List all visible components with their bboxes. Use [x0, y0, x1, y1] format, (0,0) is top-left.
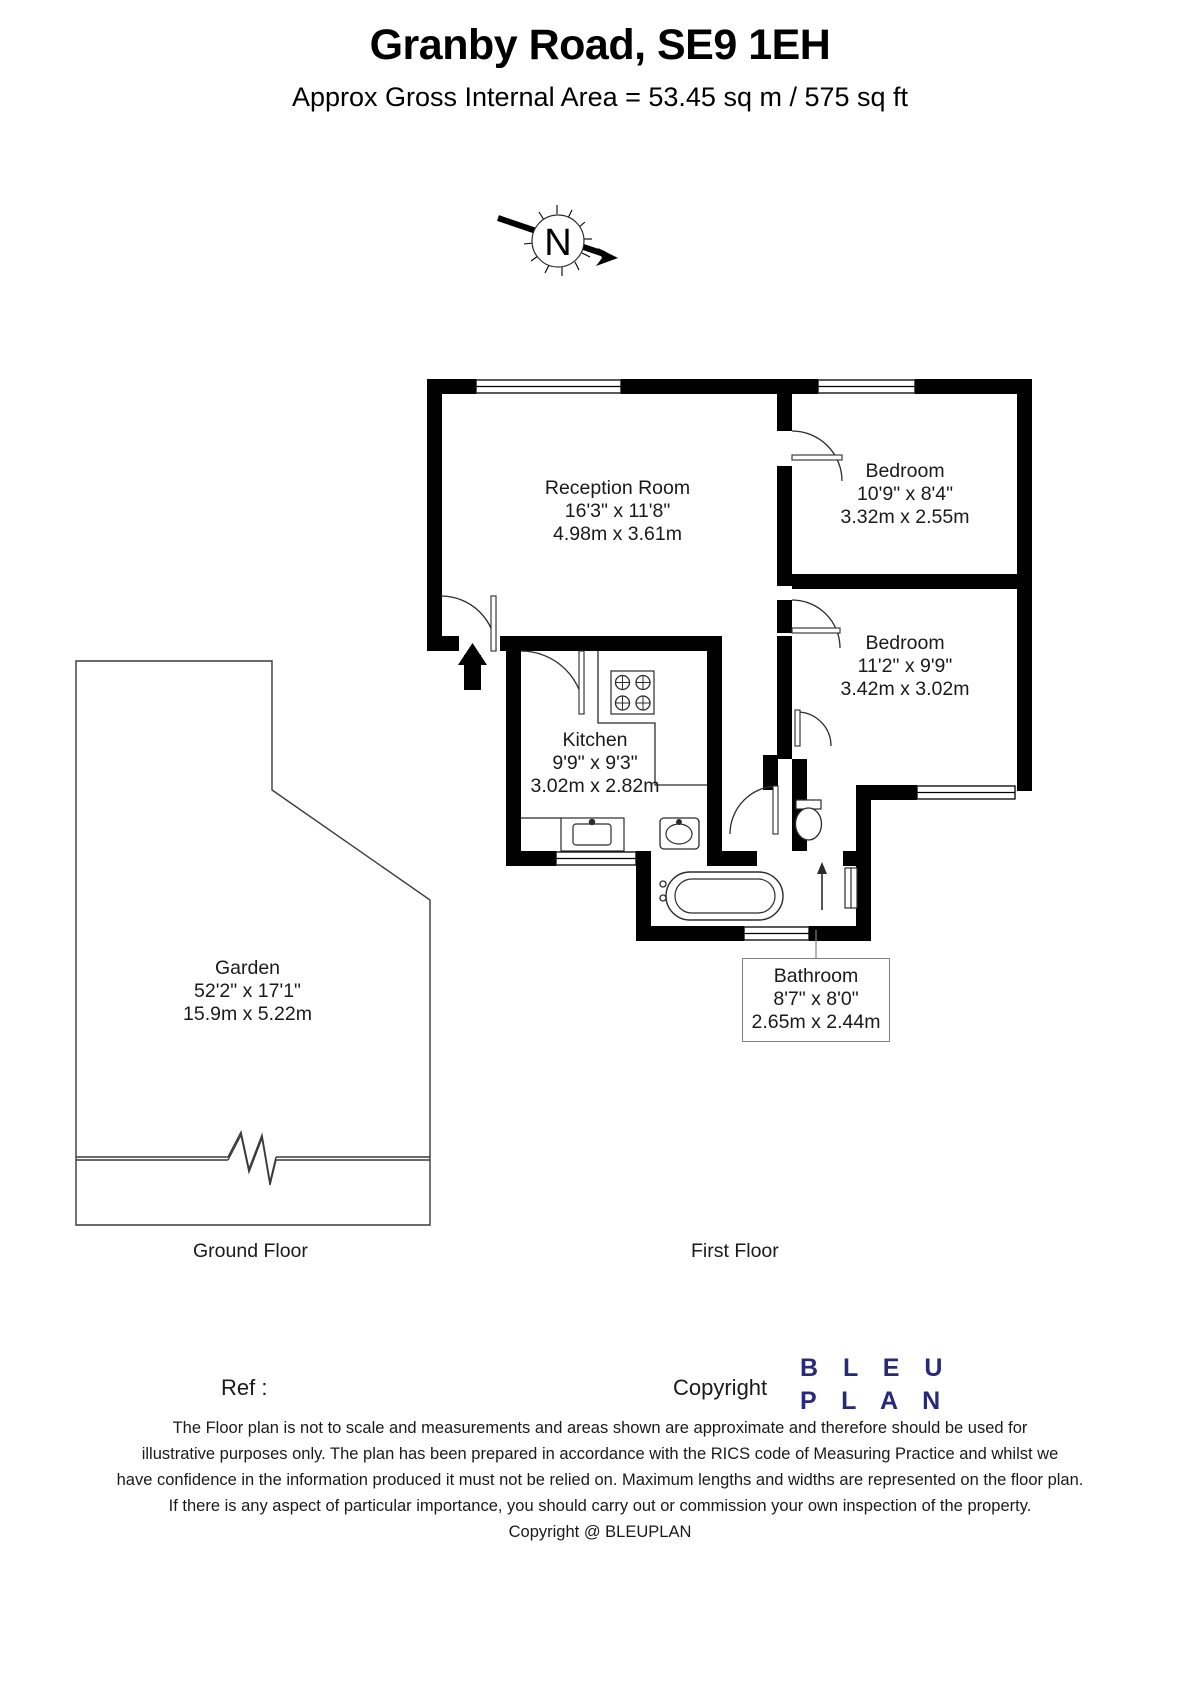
disclaimer-text: The Floor plan is not to scale and measu… — [0, 1415, 1200, 1545]
bathroom-fittings — [659, 799, 858, 921]
disclaimer-line-1: The Floor plan is not to scale and measu… — [172, 1419, 1028, 1437]
toilet-icon — [794, 799, 823, 841]
room-dims-metric: 3.02m x 2.82m — [530, 775, 660, 797]
disclaimer-line-2: illustrative purposes only. The plan has… — [141, 1445, 1059, 1463]
door-kitchen — [520, 650, 585, 715]
caption-first-floor: First Floor — [691, 1240, 779, 1262]
window-bedroom2-bottom — [916, 785, 1016, 800]
caption-ground-floor: Ground Floor — [193, 1240, 308, 1262]
room-dims-imperial: 16'3" x 11'8" — [564, 500, 671, 522]
logo-line-2: P L A N — [800, 1387, 950, 1415]
door-cupboard — [794, 709, 832, 747]
disclaimer-line-3: have confidence in the information produ… — [116, 1471, 1084, 1489]
room-dims-metric: 3.32m x 2.55m — [840, 506, 970, 528]
door-reception — [440, 595, 497, 652]
room-dims-metric: 2.65m x 2.44m — [751, 1011, 881, 1033]
bath-icon — [659, 871, 784, 921]
ref-label: Ref : — [221, 1375, 268, 1400]
room-dims-metric: 15.9m x 5.22m — [183, 1003, 312, 1025]
window-bathroom-bottom — [743, 926, 810, 941]
compass-north-letter: N — [544, 222, 571, 264]
room-label-garden: Garden 52'2" x 17'1" 15.9m x 5.22m — [140, 957, 355, 1026]
window-reception-top — [475, 379, 622, 394]
room-name: Kitchen — [562, 729, 628, 751]
entrance-arrow-icon — [458, 643, 487, 690]
page-header: Granby Road, SE9 1EH Approx Gross Intern… — [0, 21, 1200, 113]
room-name: Bathroom — [773, 965, 859, 987]
stairs-direction-arrow-icon — [817, 862, 827, 910]
room-name: Garden — [214, 957, 281, 979]
room-dims-metric: 3.42m x 3.02m — [840, 678, 970, 700]
room-dims-metric: 4.98m x 3.61m — [553, 523, 682, 545]
room-dims-imperial: 10'9" x 8'4" — [856, 483, 954, 505]
room-label-reception-room: Reception Room 16'3" x 11'8" 4.98m x 3.6… — [500, 477, 735, 546]
disclaimer-line-5: Copyright @ BLEUPLAN — [508, 1523, 692, 1541]
logo-line-1: B L E U — [800, 1354, 952, 1382]
compass-rose-icon: N — [497, 205, 618, 276]
room-label-bedroom-2: Bedroom 11'2" x 9'9" 3.42m x 3.02m — [800, 632, 1010, 701]
room-dims-imperial: 8'7" x 8'0" — [773, 988, 859, 1010]
room-label-bedroom-1: Bedroom 10'9" x 8'4" 3.32m x 2.55m — [800, 460, 1010, 529]
copyright-label: Copyright — [673, 1375, 768, 1400]
garden-outline — [75, 660, 431, 1226]
door-bathroom — [729, 785, 779, 835]
room-label-kitchen: Kitchen 9'9" x 9'3" 3.02m x 2.82m — [490, 729, 700, 798]
window-kitchen-bottom — [555, 851, 637, 866]
hob-icon — [610, 670, 655, 715]
room-dims-imperial: 11'2" x 9'9" — [857, 655, 953, 677]
room-label-bathroom: Bathroom 8'7" x 8'0" 2.65m x 2.44m — [742, 958, 890, 1042]
window-bedroom1-top — [817, 379, 916, 394]
page-title: Granby Road, SE9 1EH — [369, 21, 831, 69]
disclaimer-line-4: If there is any aspect of particular imp… — [168, 1497, 1032, 1515]
area-subtitle: Approx Gross Internal Area = 53.45 sq m … — [291, 82, 909, 113]
room-name: Bedroom — [865, 460, 945, 482]
room-dims-imperial: 9'9" x 9'3" — [552, 752, 638, 774]
room-name: Reception Room — [544, 477, 691, 499]
basin-icon — [659, 817, 700, 850]
room-name: Bedroom — [865, 632, 945, 654]
room-dims-imperial: 52'2" x 17'1" — [194, 980, 301, 1002]
bleuplan-logo: B L E U P L A N — [800, 1352, 951, 1418]
sink-icon — [560, 817, 625, 852]
